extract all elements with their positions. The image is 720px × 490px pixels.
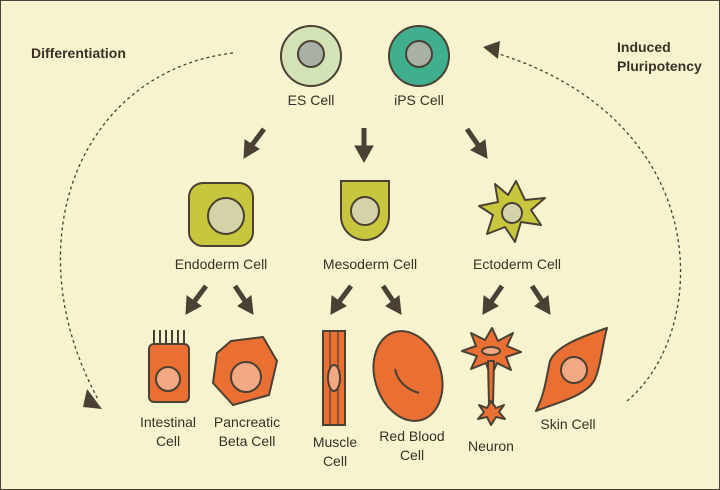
muscle-cell-shape	[322, 330, 346, 426]
endoderm-cell-shape	[188, 182, 254, 247]
induced-pluripotency-arrowhead	[483, 41, 500, 59]
ips-cell-label: iPS Cell	[394, 92, 444, 108]
red-blood-cell-shape	[372, 330, 444, 422]
endoderm-cell-label: Endoderm Cell	[174, 256, 268, 272]
ectoderm-cell-label: Ectoderm Cell	[473, 256, 561, 272]
differentiation-label: Differentiation	[31, 45, 126, 61]
differentiation-arc	[59, 52, 234, 402]
mesoderm-cell-shape	[340, 180, 390, 241]
skin-cell-shape	[535, 327, 608, 412]
mesoderm-cell-label: Mesoderm Cell	[322, 256, 418, 272]
neuron-label: Neuron	[468, 438, 514, 454]
pancreatic-beta-cell-label: Pancreatic Beta Cell	[213, 414, 281, 449]
pancreatic-beta-cell-shape	[212, 336, 278, 406]
ips-cell-shape	[388, 25, 450, 87]
arrows-stem-to-germ	[243, 127, 488, 164]
es-cell-shape	[280, 25, 342, 87]
arrows-germ-to-specialized	[185, 284, 551, 315]
neuron-shape	[461, 327, 522, 426]
differentiation-arrowhead	[83, 389, 102, 409]
es-cell-label: ES Cell	[287, 92, 335, 108]
intestinal-cell-shape	[148, 330, 190, 403]
ectoderm-cell-shape	[478, 180, 546, 243]
induced-pluripotency-label: Induced Pluripotency	[617, 39, 702, 74]
red-blood-cell-label: Red Blood Cell	[379, 428, 445, 463]
intestinal-cell-label: Intestinal Cell	[139, 414, 197, 449]
skin-cell-label: Skin Cell	[540, 416, 596, 432]
muscle-cell-label: Muscle Cell	[312, 434, 358, 469]
